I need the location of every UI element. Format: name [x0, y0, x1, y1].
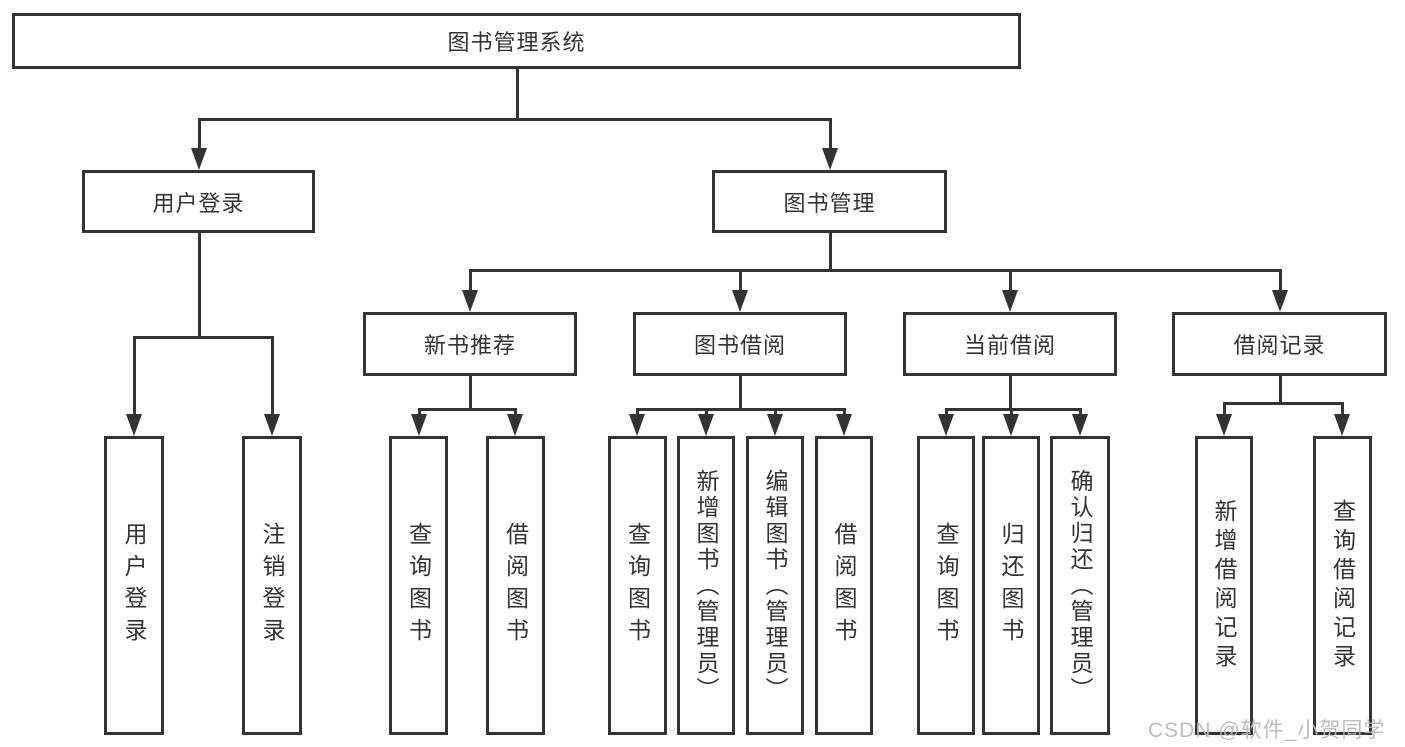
connector-line: [739, 269, 742, 292]
node-label: 查询图书: [933, 521, 959, 650]
node-label: 图书管理系统: [447, 30, 586, 55]
node-label: 用户登录: [152, 190, 245, 216]
node-label: 新增图书（管理员）: [693, 468, 719, 703]
node-label: 查询借阅记录: [1329, 498, 1356, 673]
connector-line: [1010, 408, 1013, 416]
arrowhead-down-icon: [1334, 414, 1350, 436]
leaf-logout: 注销登录: [242, 436, 302, 735]
connector-line: [418, 408, 421, 416]
csdn-watermark: CSDN @软件_小贺同学: [1148, 719, 1386, 742]
leaf-confirm-return-admin: 确认归还（管理员）: [1050, 436, 1110, 735]
arrowhead-down-icon: [822, 148, 838, 170]
node-label: 新书推荐: [423, 333, 516, 358]
leaf-query-books-borrowing: 查询图书: [608, 436, 667, 735]
connector-line: [705, 408, 708, 416]
arrowhead-down-icon: [732, 290, 748, 312]
arrowhead-down-icon: [629, 414, 645, 436]
connector-line: [636, 408, 846, 411]
node-label: 注销登录: [259, 521, 285, 650]
node-label: 图书借阅: [693, 333, 786, 358]
connector-line: [1223, 402, 1344, 405]
connector-line: [636, 408, 639, 416]
leaf-add-borrow-record: 新增借阅记录: [1195, 436, 1253, 735]
node-label: 查询图书: [624, 521, 651, 650]
leaf-edit-book-admin: 编辑图书（管理员）: [746, 436, 804, 735]
arrowhead-down-icon: [1216, 414, 1232, 436]
node-label: 新增借阅记录: [1211, 498, 1237, 673]
connector-line: [829, 118, 832, 150]
connector-line: [469, 269, 472, 292]
arrowhead-down-icon: [507, 414, 523, 436]
leaf-borrow-books-recommend: 借阅图书: [486, 436, 545, 735]
connector-line: [469, 376, 472, 408]
arrowhead-down-icon: [767, 414, 783, 436]
node-current-borrowing: 当前借阅: [903, 312, 1117, 376]
connector-line: [133, 336, 136, 416]
connector-line: [1009, 269, 1012, 292]
arrowhead-down-icon: [191, 148, 207, 170]
leaf-query-borrow-record: 查询借阅记录: [1313, 436, 1372, 735]
arrowhead-down-icon: [462, 290, 478, 312]
connector-line: [1279, 269, 1282, 292]
leaf-query-books-current: 查询图书: [917, 436, 975, 735]
connector-line: [739, 376, 742, 408]
leaf-add-book-admin: 新增图书（管理员）: [677, 436, 735, 735]
arrowhead-down-icon: [698, 414, 714, 436]
connector-line: [469, 269, 1282, 272]
node-label: 图书管理: [783, 190, 876, 216]
node-label: 编辑图书（管理员）: [762, 468, 788, 703]
arrowhead-down-icon: [264, 414, 280, 436]
node-label: 借阅图书: [831, 521, 857, 650]
connector-line: [945, 408, 1082, 411]
connector-line: [133, 336, 274, 339]
connector-line: [516, 69, 519, 118]
node-user-login: 用户登录: [82, 170, 315, 233]
connector-line: [198, 233, 201, 336]
node-label: 当前借阅: [963, 333, 1056, 358]
node-label: 归还图书: [998, 521, 1024, 650]
arrowhead-down-icon: [938, 414, 954, 436]
arrowhead-down-icon: [1003, 414, 1019, 436]
node-book-management: 图书管理: [712, 170, 947, 233]
arrowhead-down-icon: [126, 414, 142, 436]
node-label: 查询图书: [405, 521, 432, 650]
node-borrowing-records: 借阅记录: [1172, 312, 1387, 376]
node-new-book-recommendation: 新书推荐: [363, 312, 577, 376]
node-label: 确认归还（管理员）: [1067, 468, 1093, 703]
connector-line: [945, 408, 948, 416]
node-label: 用户登录: [121, 521, 147, 650]
connector-line: [843, 408, 846, 416]
connector-line: [829, 233, 832, 269]
leaf-borrow-books-borrowing: 借阅图书: [815, 436, 873, 735]
node-label: 借阅记录: [1233, 333, 1326, 358]
connector-line: [1009, 376, 1012, 408]
connector-line: [1341, 402, 1344, 416]
connector-line: [774, 408, 777, 416]
connector-line: [1279, 376, 1282, 402]
node-label: 借阅图书: [502, 521, 529, 650]
connector-line: [514, 408, 517, 416]
node-book-borrowing: 图书借阅: [633, 312, 847, 376]
arrowhead-down-icon: [1072, 414, 1088, 436]
arrowhead-down-icon: [411, 414, 427, 436]
connector-line: [1079, 408, 1082, 416]
connector-line: [271, 336, 274, 416]
connector-line: [198, 118, 201, 150]
leaf-user-login: 用户登录: [104, 436, 164, 735]
arrowhead-down-icon: [1272, 290, 1288, 312]
connector-line: [1223, 402, 1226, 416]
connector-line: [198, 118, 831, 121]
connector-line: [418, 408, 517, 411]
leaf-query-books-recommend: 查询图书: [389, 436, 448, 735]
leaf-return-book: 归还图书: [982, 436, 1040, 735]
arrowhead-down-icon: [836, 414, 852, 436]
arrowhead-down-icon: [1002, 290, 1018, 312]
node-library-management-system: 图书管理系统: [12, 13, 1021, 69]
